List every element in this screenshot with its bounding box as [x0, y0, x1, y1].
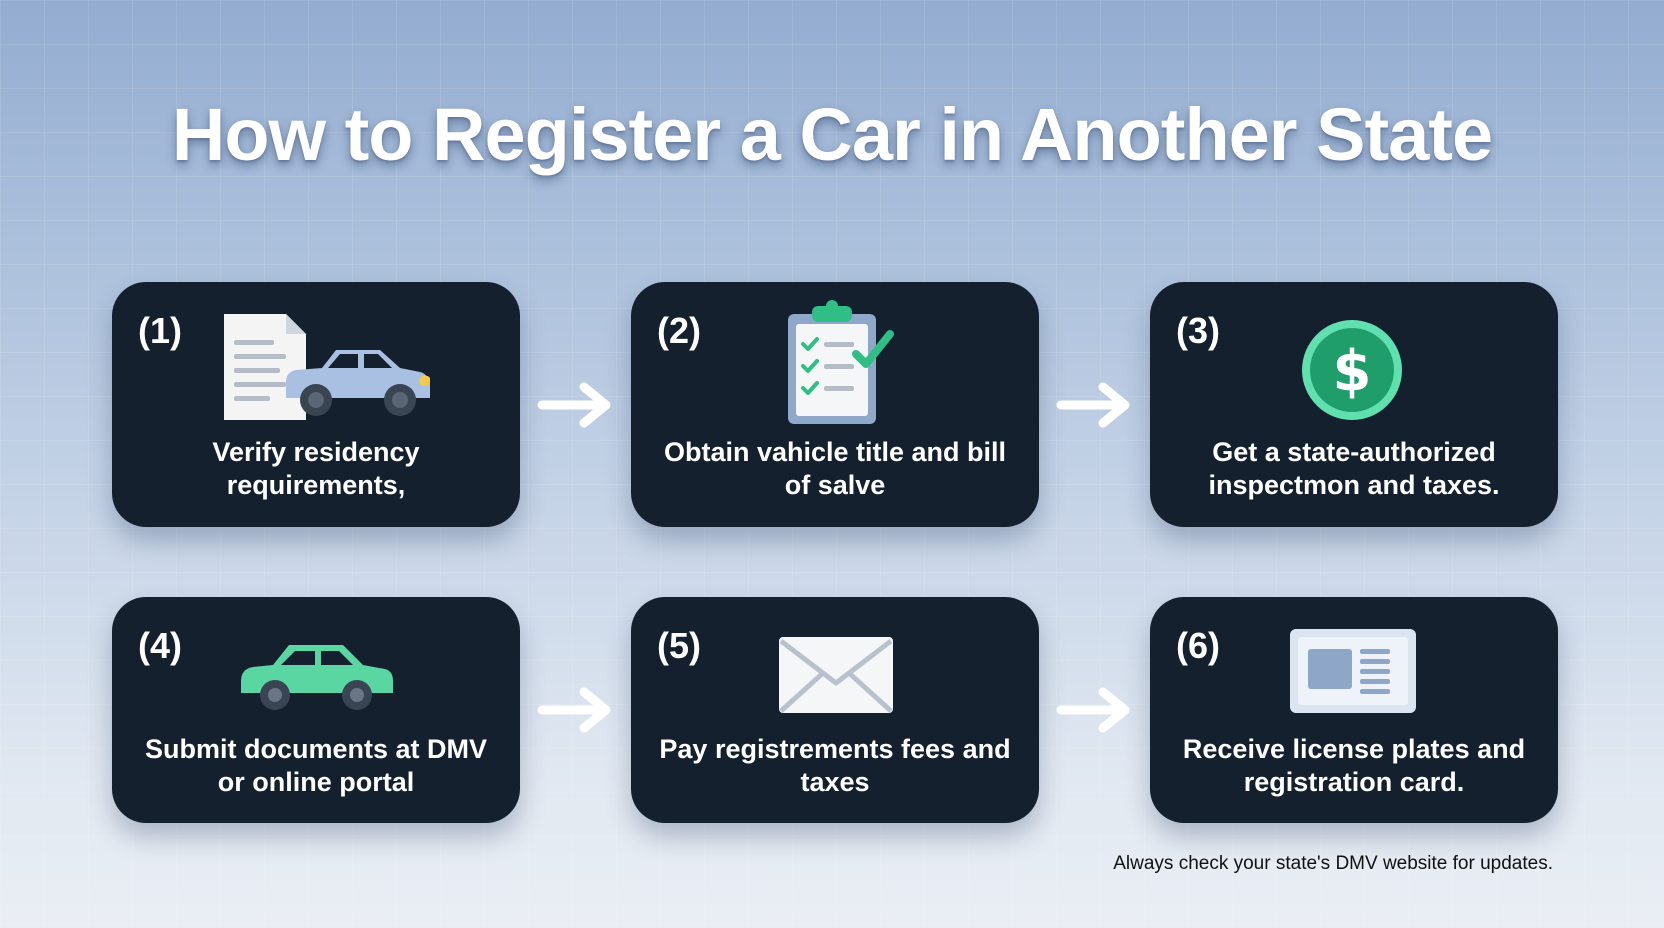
step-number: (5)	[657, 625, 701, 666]
svg-text:$: $	[1333, 339, 1372, 404]
step-number: (2)	[657, 310, 701, 351]
step-text: Pay registrements fees and taxes	[659, 734, 1011, 797]
document-and-car-icon	[224, 314, 430, 420]
step-text: Receive license plates and registration …	[1182, 734, 1526, 797]
footnote: Always check your state's DMV website fo…	[1113, 853, 1553, 874]
page-title: How to Register a Car in Another State	[171, 93, 1493, 176]
step-card-1: (1) Verify residency requirements,	[112, 282, 520, 527]
step-number: (6)	[1176, 625, 1220, 666]
step-text: Get a state-authorized inspectmon and ta…	[1208, 437, 1500, 500]
step-card-5: (5) Pay registrements fees and taxes	[631, 597, 1039, 823]
arrow-right-icon	[537, 687, 611, 733]
registration-card-icon	[1290, 629, 1416, 713]
step-card-2: (2) Obtain vahicle title and bill of sal…	[631, 282, 1039, 527]
clipboard-checklist-icon	[788, 300, 894, 424]
envelope-icon	[779, 637, 893, 713]
step-number: (1)	[138, 310, 182, 351]
step-text: Submit documents at DMV or online portal	[144, 734, 488, 797]
arrow-right-icon	[537, 382, 611, 428]
step-text: Verify residency requirements,	[212, 437, 420, 500]
step-number: (3)	[1176, 310, 1220, 351]
arrow-right-icon	[1056, 382, 1130, 428]
step-number: (4)	[138, 625, 182, 666]
step-text: Obtain vahicle title and bill of salve	[663, 437, 1007, 500]
car-icon	[241, 645, 393, 710]
arrow-right-icon	[1056, 687, 1130, 733]
step-card-4: (4) Submit documents at DMV or online po…	[112, 597, 520, 823]
step-card-6: (6) Receive license plates and registrat…	[1150, 597, 1558, 823]
dollar-coin-icon: $	[1302, 320, 1402, 420]
step-card-3: (3) $ Get a state-authorized inspectmon …	[1150, 282, 1558, 527]
